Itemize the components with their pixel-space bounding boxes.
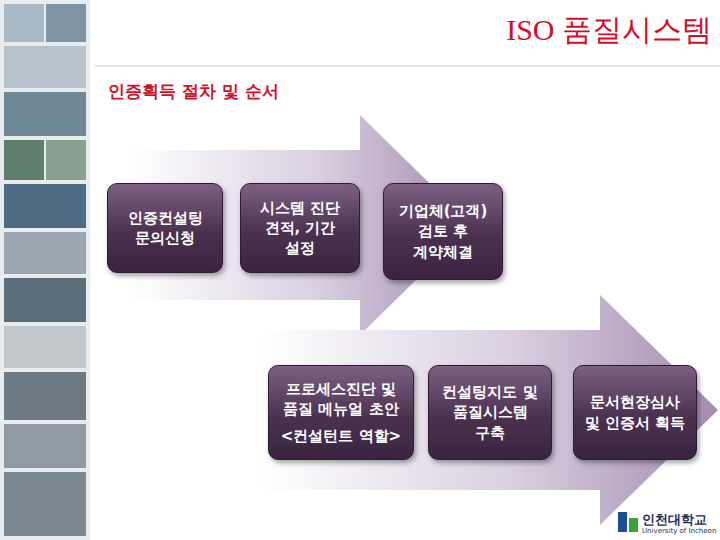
- step-text: 기업체(고객) 검토 후 계약체결: [394, 201, 492, 262]
- step-text: 문서현장심사 및 인증서 획득: [584, 392, 686, 433]
- divider-line: [95, 66, 720, 67]
- step-text: 시스템 진단 견적, 기간 설정: [251, 198, 349, 259]
- process-box: 문서현장심사 및 인증서 획득: [573, 365, 697, 460]
- logo-subtext: University of Incheon: [642, 527, 716, 535]
- step-text: <컨설턴트 역할>: [281, 426, 401, 446]
- photo-strip: [0, 0, 90, 540]
- flow-arrow: [260, 295, 718, 525]
- process-box: 프로세스진단 및 품질 메뉴얼 초안 <컨설턴트 역할>: [268, 365, 414, 460]
- process-box: 인증컨설팅 문의신청: [107, 183, 223, 273]
- process-box: 기업체(고객) 검토 후 계약체결: [383, 183, 503, 280]
- step-text: 프로세스진단 및 품질 메뉴얼 초안: [279, 379, 403, 420]
- step-text: 인증컨설팅 문의신청: [118, 208, 212, 249]
- step-text: 컨설팅지도 및 품질시스템 구축: [439, 382, 541, 443]
- university-logo: [618, 512, 638, 532]
- process-box: 컨설팅지도 및 품질시스템 구축: [428, 365, 552, 460]
- page-title: ISO 품질시스템: [506, 10, 712, 51]
- section-heading: 인증획득 절차 및 순서: [108, 80, 279, 103]
- process-box: 시스템 진단 견적, 기간 설정: [240, 183, 360, 273]
- logo-text: 인천대학교: [642, 511, 707, 529]
